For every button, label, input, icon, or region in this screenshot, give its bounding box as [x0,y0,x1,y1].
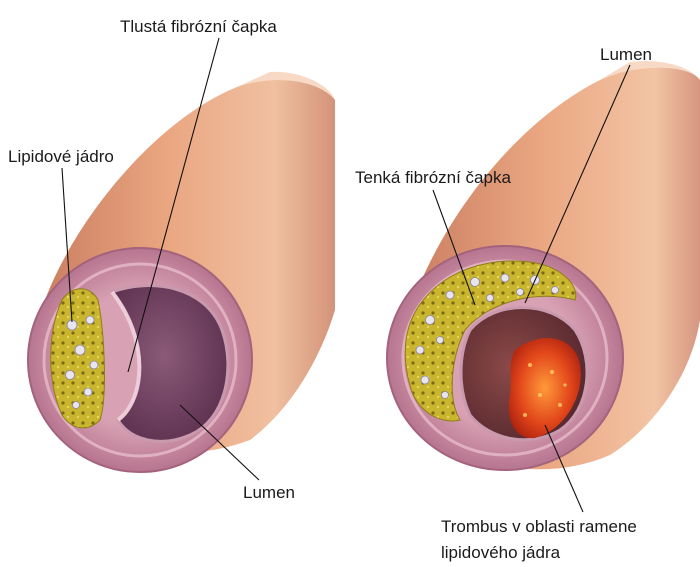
label-lumen-left: Lumen [243,483,295,502]
right-vessel [387,61,700,470]
label-thin-fibrous-cap: Tenká fibrózní čapka [355,168,511,187]
label-lumen-right: Lumen [600,45,652,64]
left-vessel [28,72,335,472]
label-thrombus-line2: lipidového jádra [441,543,561,562]
label-lipid-core: Lipidové jádro [8,147,114,166]
label-thick-fibrous-cap: Tlustá fibrózní čapka [120,17,277,36]
label-thrombus-line1: Trombus v oblasti ramene [441,517,637,536]
